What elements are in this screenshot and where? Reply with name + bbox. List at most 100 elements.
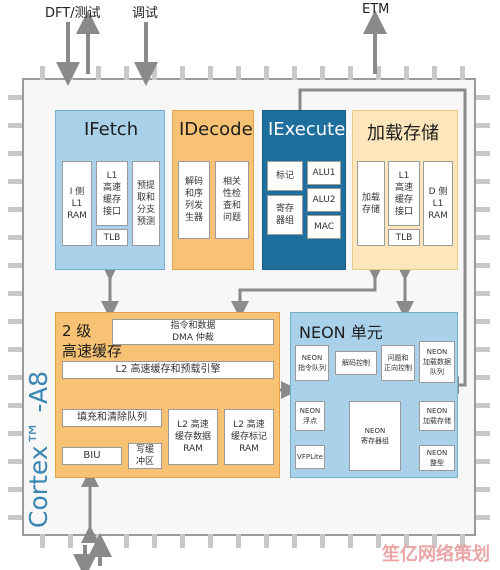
watermark: 笙亿网络策划 bbox=[382, 544, 490, 565]
loadstore-unit: 加载 存储 bbox=[357, 161, 385, 246]
chip-pin bbox=[348, 66, 353, 80]
idecode-title: IDecode bbox=[179, 119, 253, 140]
neon-register-bank: NEON 寄存器组 bbox=[349, 401, 401, 471]
chip-pin bbox=[236, 66, 241, 80]
loadstore-dcache-ram: D 侧 L1 RAM bbox=[423, 161, 453, 246]
l2-dma-arbiter: 指令和数据 DMA 仲裁 bbox=[112, 319, 274, 345]
chip-pin bbox=[432, 534, 437, 548]
neon-load-queue: NEON 加载数据 队列 bbox=[419, 341, 455, 383]
chip-pin bbox=[476, 95, 490, 100]
chip-pin bbox=[8, 459, 22, 464]
ifetch-icache-ram: I 侧 L1 RAM bbox=[62, 161, 92, 246]
chip-pin bbox=[236, 534, 241, 548]
dft-arrows bbox=[56, 10, 387, 570]
chip-pin bbox=[8, 403, 22, 408]
chip-pin bbox=[68, 534, 73, 548]
chip-pin bbox=[476, 319, 490, 324]
chip-pin bbox=[8, 319, 22, 324]
neon-load-store: NEON 加载存储 bbox=[419, 401, 455, 431]
neon-vfplite: VFPLite bbox=[295, 445, 325, 469]
chip-pin bbox=[476, 123, 490, 128]
chip-pin bbox=[348, 534, 353, 548]
ifetch-title: IFetch bbox=[84, 119, 139, 140]
l2-biu: BIU bbox=[62, 447, 122, 465]
chip-pin bbox=[96, 66, 101, 80]
iexecute-alu2: ALU2 bbox=[307, 188, 341, 212]
chip-pin bbox=[8, 431, 22, 436]
neon-integer: NEON 整型 bbox=[419, 445, 455, 471]
ifetch-prefetch: 预提 取和 分支 预测 bbox=[132, 161, 160, 246]
l2-data-ram: L2 高速 缓存数据 RAM bbox=[168, 409, 218, 465]
chip-pin bbox=[124, 66, 129, 80]
idecode-sequencer: 解码 和序 列发 生器 bbox=[178, 161, 210, 239]
chip-pin bbox=[8, 515, 22, 520]
chip-pin bbox=[8, 263, 22, 268]
chip-pin bbox=[476, 179, 490, 184]
loadstore-tlb: TLB bbox=[388, 229, 420, 246]
etm-label: ETM bbox=[362, 2, 390, 17]
chip-pin bbox=[8, 291, 22, 296]
ifetch-l1-interface: L1 高速 缓存 接口 bbox=[96, 161, 128, 226]
dft-label: DFT/测试 bbox=[45, 6, 101, 21]
ifetch-block: IFetch I 侧 L1 RAM L1 高速 缓存 接口 预提 取和 分支 预… bbox=[55, 110, 165, 270]
ifetch-tlb: TLB bbox=[96, 229, 128, 246]
idecode-dependency: 相关 性检 查和 问题 bbox=[215, 161, 249, 239]
iexecute-alu1: ALU1 bbox=[307, 161, 341, 185]
chip-pin bbox=[40, 66, 45, 80]
chip-pin bbox=[320, 534, 325, 548]
chip-pin bbox=[476, 151, 490, 156]
chip-pin bbox=[476, 375, 490, 380]
debug-label: 调试 bbox=[132, 6, 159, 21]
chip-pin bbox=[124, 534, 129, 548]
chip-pin bbox=[460, 534, 465, 548]
neon-decode-control: 解码控制 bbox=[335, 351, 377, 375]
loadstore-l1-interface: L1 高速 缓存 接口 bbox=[388, 161, 420, 226]
chip-pin bbox=[264, 66, 269, 80]
chip-pin bbox=[8, 487, 22, 492]
chip-pin bbox=[40, 534, 45, 548]
loadstore-title: 加载存储 bbox=[367, 123, 439, 144]
chip-pin bbox=[376, 66, 381, 80]
chip-pin bbox=[264, 534, 269, 548]
chip-pin bbox=[8, 207, 22, 212]
chip-pin bbox=[476, 347, 490, 352]
chip-pin bbox=[404, 534, 409, 548]
chip-pin bbox=[476, 207, 490, 212]
chip-pin bbox=[208, 534, 213, 548]
cortex-a8-label: Cortex™ -A8 bbox=[24, 371, 53, 528]
neon-title: NEON 单元 bbox=[299, 323, 383, 342]
iexecute-flags: 标记 bbox=[267, 161, 303, 191]
chip-pin bbox=[476, 487, 490, 492]
chip-pin bbox=[8, 347, 22, 352]
chip-pin bbox=[476, 263, 490, 268]
chip-pin bbox=[8, 151, 22, 156]
chip-pin bbox=[404, 66, 409, 80]
chip-pin bbox=[476, 403, 490, 408]
chip-pin bbox=[8, 123, 22, 128]
chip-pin bbox=[208, 66, 213, 80]
chip-pin bbox=[180, 534, 185, 548]
iexecute-register-bank: 寄存 器组 bbox=[267, 195, 303, 235]
chip-pin bbox=[476, 515, 490, 520]
neon-float: NEON 浮点 bbox=[295, 401, 325, 431]
l2-cache-block: 2 级 高速缓存 指令和数据 DMA 仲裁 L2 高速缓存和预载引擎 填充和清除… bbox=[55, 312, 280, 478]
iexecute-title: IExecute bbox=[268, 119, 346, 140]
neon-instruction-queue: NEON 指令队列 bbox=[295, 345, 329, 381]
chip-pin bbox=[180, 66, 185, 80]
chip-pin bbox=[152, 534, 157, 548]
chip-pin bbox=[476, 235, 490, 240]
iexecute-mac: MAC bbox=[307, 215, 341, 239]
chip-pin bbox=[460, 66, 465, 80]
chip-pin bbox=[8, 179, 22, 184]
loadstore-block: 加载存储 加载 存储 L1 高速 缓存 接口 D 侧 L1 RAM TLB bbox=[352, 110, 458, 270]
chip-pin bbox=[432, 66, 437, 80]
iexecute-block: IExecute 标记 寄存 器组 ALU1 ALU2 MAC bbox=[262, 110, 346, 270]
chip-pin bbox=[292, 534, 297, 548]
chip-pin bbox=[8, 235, 22, 240]
chip-pin bbox=[292, 66, 297, 80]
neon-block: NEON 单元 NEON 指令队列 解码控制 问题和 正向控制 NEON 加载数… bbox=[290, 312, 458, 478]
l2-title: 2 级 高速缓存 bbox=[62, 322, 123, 360]
chip-pin bbox=[8, 375, 22, 380]
idecode-block: IDecode 解码 和序 列发 生器 相关 性检 查和 问题 bbox=[172, 110, 254, 270]
